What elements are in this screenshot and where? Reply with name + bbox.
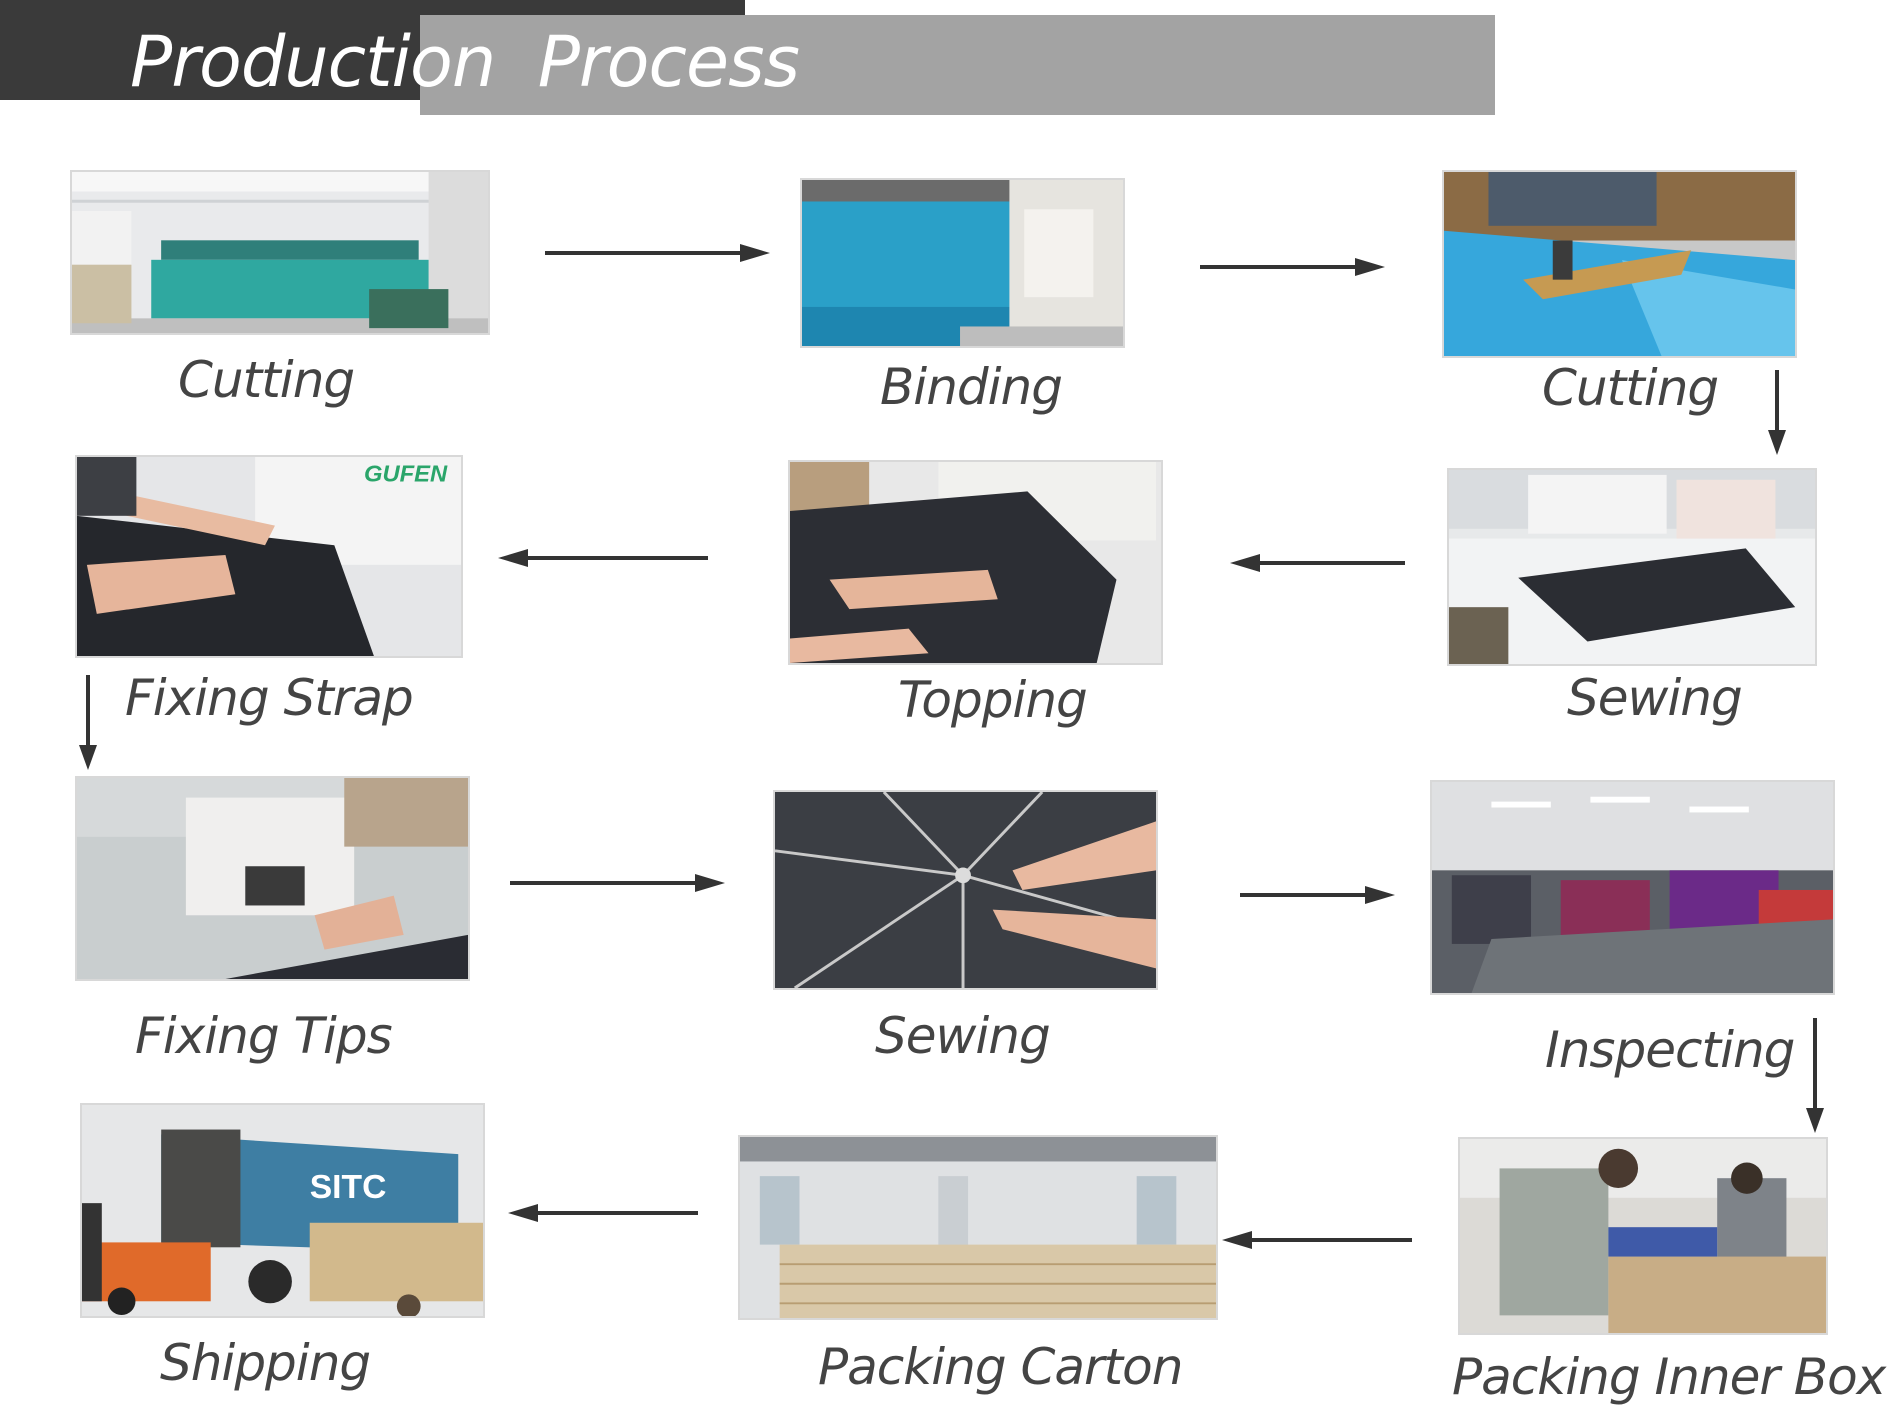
step-label-inspecting: Inspecting xyxy=(1545,1021,1795,1079)
step-label-shipping: Shipping xyxy=(160,1334,371,1392)
arrow-right-2 xyxy=(1200,258,1385,276)
arrow-right-4 xyxy=(1240,886,1395,904)
step-label-fixing-tips: Fixing Tips xyxy=(135,1007,393,1065)
arrow-left-4 xyxy=(508,1204,698,1222)
header-grey-band xyxy=(420,15,1495,115)
umbrella-canopy-photo xyxy=(773,790,1158,990)
fabric-cutting-photo xyxy=(1442,170,1797,358)
arrow-left-1 xyxy=(1230,554,1405,572)
step-label-sewing-2: Sewing xyxy=(875,1007,1051,1065)
weaving-machine-photo xyxy=(70,170,490,335)
step-label-packing-carton: Packing Carton xyxy=(818,1338,1183,1396)
arrow-down-3 xyxy=(1806,1018,1824,1133)
arrow-down-1 xyxy=(1768,370,1786,455)
container-truck-photo: SITC xyxy=(80,1103,485,1318)
arrow-left-3 xyxy=(1222,1231,1412,1249)
tips-machine-photo xyxy=(75,776,470,981)
step-label-cutting-2: Cutting xyxy=(1542,359,1719,417)
arrow-right-3 xyxy=(510,874,725,892)
arrow-down-2 xyxy=(79,675,97,770)
machine-brand-text: GUFEN xyxy=(364,462,448,488)
arrow-left-2 xyxy=(498,549,708,567)
inspection-room-photo xyxy=(1430,780,1835,995)
step-label-fixing-strap: Fixing Strap xyxy=(125,669,414,727)
step-label-sewing-1: Sewing xyxy=(1567,669,1743,727)
packing-workers-photo xyxy=(1458,1137,1828,1335)
step-label-binding: Binding xyxy=(880,358,1063,416)
step-label-cutting-1: Cutting xyxy=(178,351,355,409)
step-label-packing-inner-box: Packing Inner Box xyxy=(1452,1348,1886,1406)
blue-fabric-sewing-photo xyxy=(800,178,1125,348)
strap-sewing-photo: GUFEN xyxy=(75,455,463,658)
carton-warehouse-photo xyxy=(738,1135,1218,1320)
topping-sewing-photo xyxy=(788,460,1163,665)
container-text: SITC xyxy=(310,1169,387,1206)
table-sewing-photo xyxy=(1447,468,1817,666)
step-label-topping: Topping xyxy=(898,671,1088,729)
page-title: Production Process xyxy=(130,21,800,103)
arrow-right-1 xyxy=(545,244,770,262)
